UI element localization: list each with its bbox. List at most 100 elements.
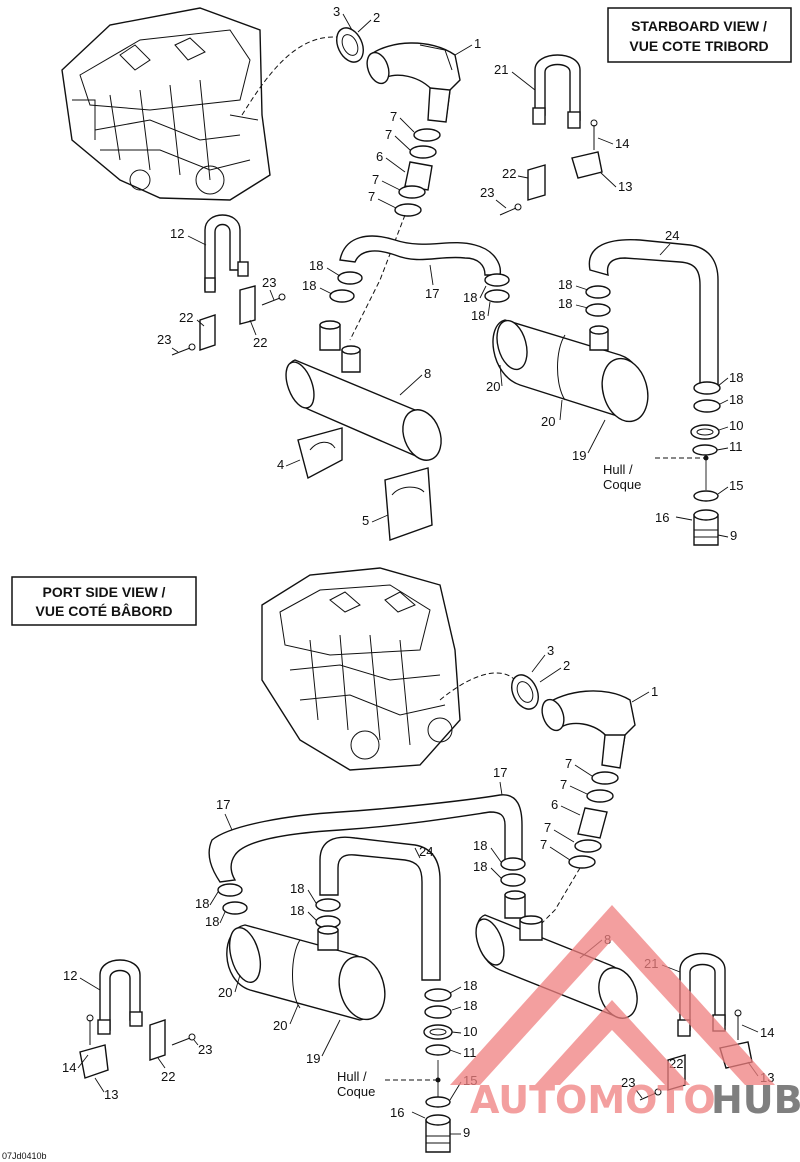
callout-9b: 9 [463, 1125, 470, 1140]
port-view-subtitle: VUE COTÉ BÂBORD [36, 602, 173, 619]
callout-11b: 11 [463, 1045, 477, 1060]
starboard-view-subtitle: VUE COTE TRIBORD [629, 38, 768, 54]
clamps-hose-bottom [568, 771, 619, 869]
hull-label-top: Hull / [603, 462, 633, 477]
clamps-18-top-right [585, 285, 721, 413]
callout-7c: 7 [372, 172, 379, 187]
callout-22c: 22 [253, 335, 267, 350]
callout-12: 12 [170, 226, 184, 241]
callout-7g: 7 [544, 820, 551, 835]
callout-24b: 24 [419, 844, 433, 859]
callout-11: 11 [729, 439, 743, 454]
engine-bottom [261, 567, 461, 771]
callout-6: 6 [376, 149, 383, 164]
callout-20b: 20 [541, 414, 555, 429]
callout-22d: 22 [161, 1069, 175, 1084]
outlet-top [693, 490, 719, 546]
strap-12-bottom [79, 959, 196, 1079]
callout-20d: 20 [273, 1018, 287, 1033]
callout-18n: 18 [205, 914, 219, 929]
hull-label-bottom: Hull / [337, 1069, 367, 1084]
callout-10: 10 [729, 418, 743, 433]
hose-17-bottom [208, 794, 523, 883]
callout-21: 21 [494, 62, 508, 77]
flange-clamp-bottom [511, 674, 539, 710]
callout-18k: 18 [290, 881, 304, 896]
hose-24-bottom [319, 836, 441, 981]
callout-6b: 6 [551, 797, 558, 812]
callout-2b: 2 [563, 658, 570, 673]
port-view-title: PORT SIDE VIEW / [43, 584, 166, 600]
brackets-22-top-left [171, 285, 286, 356]
callout-17b: 17 [493, 765, 507, 780]
clamps-hose-top [394, 128, 441, 217]
hardware-top-right [499, 119, 603, 216]
callout-7e: 7 [565, 756, 572, 771]
engine-top [61, 7, 271, 201]
callout-18o: 18 [463, 978, 477, 993]
callout-19: 19 [572, 448, 586, 463]
callout-18e: 18 [558, 277, 572, 292]
callout-3b: 3 [547, 643, 554, 658]
callout-16b: 16 [390, 1105, 404, 1120]
seals-top [690, 424, 720, 456]
callout-17c: 17 [216, 797, 230, 812]
starboard-view-title: STARBOARD VIEW / [631, 18, 767, 34]
watermark-text-automoto: AUTOMOTO [470, 1078, 716, 1122]
callout-22b: 22 [179, 310, 193, 325]
callout-18f: 18 [558, 296, 572, 311]
diagram-code: 07Jd0410b [2, 1151, 47, 1161]
coque-label-top: Coque [603, 477, 641, 492]
callout-13: 13 [618, 179, 632, 194]
callout-1: 1 [474, 36, 481, 51]
callout-16a: 16 [655, 510, 669, 525]
exhaust-elbow-bottom [541, 690, 636, 769]
callout-22a: 22 [502, 166, 516, 181]
callout-14c: 14 [760, 1025, 774, 1040]
muffler-19-bottom [226, 924, 386, 1021]
callout-23b: 23 [262, 275, 276, 290]
callouts-top: 3 2 1 7 7 6 7 7 21 14 13 22 23 12 23 22 … [157, 4, 743, 543]
callout-18j: 18 [473, 859, 487, 874]
strap-12-top [204, 214, 249, 293]
callout-20a: 20 [486, 379, 500, 394]
callout-18a: 18 [309, 258, 323, 273]
hose-17-top [339, 235, 502, 276]
port-view-box [11, 576, 197, 626]
callout-7f: 7 [560, 777, 567, 792]
callout-8: 8 [424, 366, 431, 381]
callout-13b: 13 [104, 1087, 118, 1102]
callout-14: 14 [615, 136, 629, 151]
callout-18l: 18 [290, 903, 304, 918]
callout-7h: 7 [540, 837, 547, 852]
callout-9: 9 [730, 528, 737, 543]
muffler-8-bottom [475, 890, 638, 1019]
callout-10b: 10 [463, 1024, 477, 1039]
starboard-view-box [607, 7, 792, 63]
clamps-18-top-left [329, 271, 363, 303]
support-5-top [384, 467, 433, 541]
callout-7b: 7 [385, 127, 392, 142]
watermark-logo: AUTOMOTO HUB [450, 905, 800, 1122]
muffler-8-top [285, 320, 442, 461]
exhaust-elbow-top [366, 42, 461, 123]
callout-15: 15 [729, 478, 743, 493]
clamps-18-bottom [217, 857, 526, 1019]
callout-18c: 18 [463, 290, 477, 305]
callout-18i: 18 [473, 838, 487, 853]
callout-23d: 23 [198, 1042, 212, 1057]
callout-23c: 23 [157, 332, 171, 347]
support-4-top [297, 427, 343, 480]
watermark-text-hub: HUB [711, 1078, 800, 1122]
callout-3: 3 [333, 4, 340, 19]
outlet-bottom [425, 1096, 451, 1153]
callout-7a: 7 [390, 109, 397, 124]
callout-7d: 7 [368, 189, 375, 204]
strap-21-top [532, 54, 581, 129]
callout-12b: 12 [63, 968, 77, 983]
callout-18d: 18 [471, 308, 485, 323]
callout-23a: 23 [480, 185, 494, 200]
callout-5: 5 [362, 513, 369, 528]
callout-18h: 18 [729, 392, 743, 407]
